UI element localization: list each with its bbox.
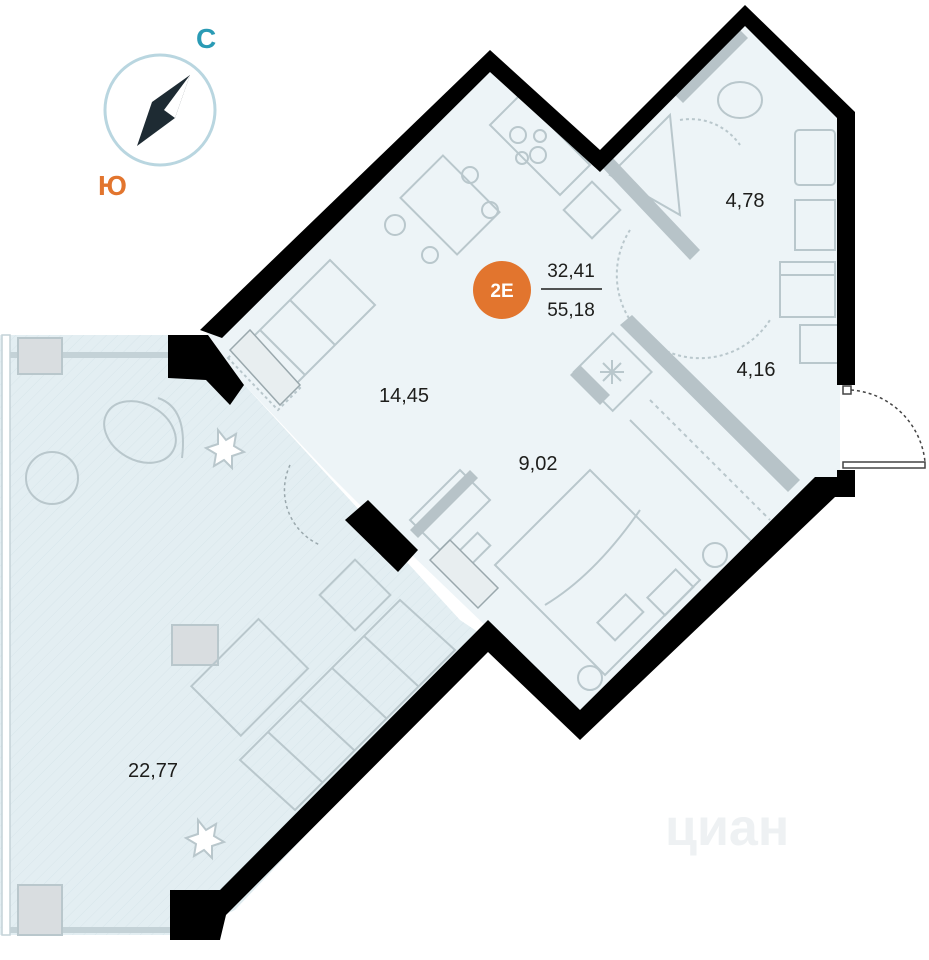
room-area-kitchen-living: 14,45: [379, 385, 429, 407]
terrace-door: [228, 328, 500, 610]
watermark: циан: [665, 799, 789, 857]
exterior-walls: [168, 5, 855, 940]
compass-south-label: Ю: [98, 170, 127, 201]
compass-needle-icon: [137, 75, 190, 146]
partitions: [410, 30, 800, 538]
total-area: 55,18: [547, 300, 595, 321]
unit-info: 2Е 32,41 55,18: [473, 261, 602, 321]
room-area-terrace: 22,77: [128, 760, 178, 782]
compass-north-label: С: [196, 23, 216, 54]
entry-door: [842, 385, 926, 469]
bedroom-furniture: [408, 331, 771, 691]
unit-badge-label: 2Е: [490, 281, 513, 302]
unit-badge: [473, 261, 531, 319]
terrace-furniture: [25, 397, 457, 861]
room-area-bedroom: 9,02: [519, 453, 558, 475]
living-area: 32,41: [547, 261, 595, 282]
room-area-bathroom: 4,78: [726, 190, 765, 212]
compass: С Ю: [98, 23, 217, 201]
room-area-hallway: 4,16: [737, 359, 776, 381]
terrace: [0, 334, 490, 936]
living-furniture: [226, 93, 622, 412]
